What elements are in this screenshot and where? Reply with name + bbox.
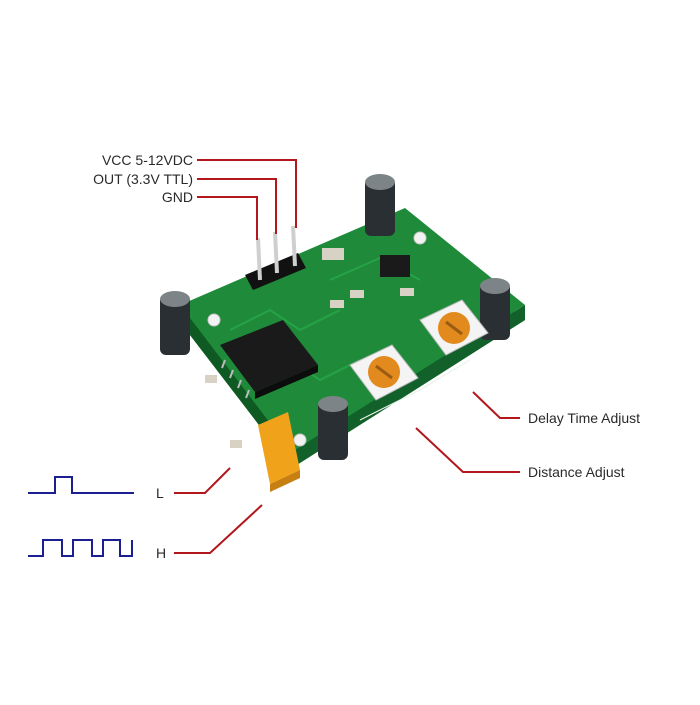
label-low: L (156, 485, 164, 501)
leader-lines (174, 159, 520, 554)
smd-components (205, 248, 414, 448)
potentiometer-icon (349, 299, 489, 401)
label-high: H (156, 545, 167, 561)
waveform-low (28, 476, 134, 494)
capacitor-icon (160, 174, 510, 460)
pin-header-icon (245, 225, 306, 290)
label-gnd: GND (161, 189, 193, 205)
jumper-icon (258, 412, 300, 492)
waveform-high (28, 539, 133, 557)
label-vcc: VCC 5-12VDC (101, 152, 193, 168)
leader-high (174, 504, 263, 554)
label-out: OUT (3.3V TTL) (93, 171, 193, 187)
leader-low (174, 467, 231, 494)
label-delay-time-adjust: Delay Time Adjust (528, 410, 641, 426)
label-distance-adjust: Distance Adjust (528, 464, 625, 480)
leader-out (197, 178, 277, 234)
leader-distance (415, 427, 520, 473)
leader-vcc (197, 159, 297, 228)
ic-chip-icon (220, 320, 318, 399)
waveforms (28, 476, 134, 557)
leader-gnd (197, 196, 258, 240)
leader-delay (472, 391, 520, 419)
